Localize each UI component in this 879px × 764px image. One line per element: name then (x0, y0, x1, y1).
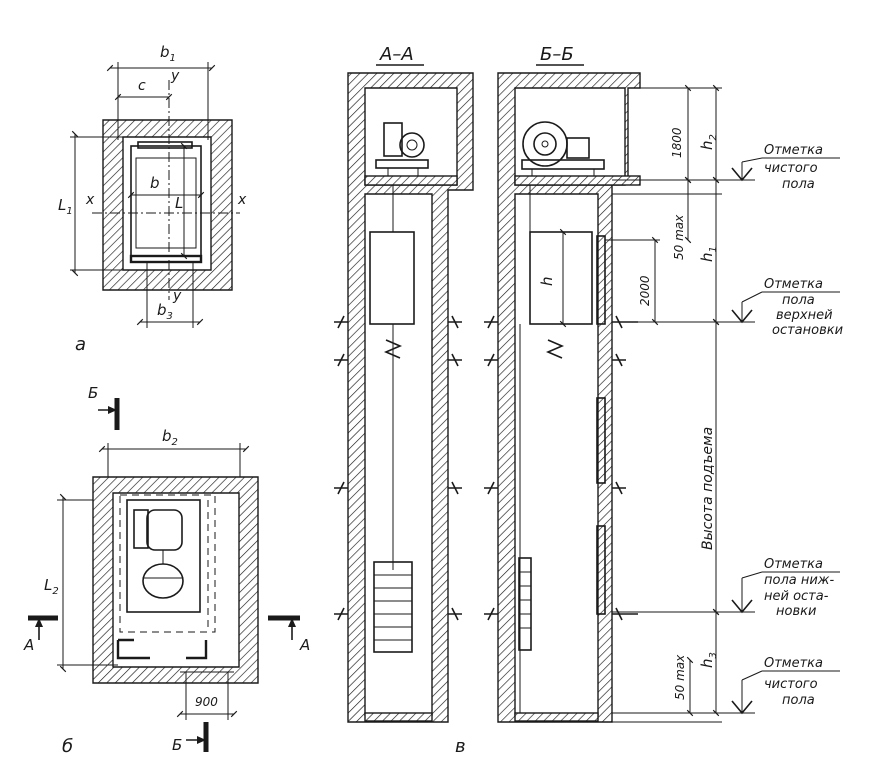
plan-a-car-inner (135, 157, 197, 249)
plan-b-cut-a-left-label: А (23, 636, 34, 654)
mark-clean-floor-bottom: Отметка чистого пола (731, 656, 840, 715)
svg-text:Отметка: Отметка (764, 557, 823, 572)
section-bb-break (545, 339, 565, 359)
svg-text:Отметка: Отметка (764, 656, 823, 671)
section-bb-pit-slab (514, 712, 599, 722)
sections-caption: в (455, 736, 466, 757)
plan-b-caption: б (62, 736, 73, 757)
plan-a-l-label: L (175, 194, 183, 212)
section-bb: Б–Б (484, 44, 641, 723)
plan-a-caption: а (75, 334, 86, 355)
plan-b-cut-a-right-label: А (299, 636, 310, 654)
section-bb-lower-door (596, 525, 606, 615)
svg-text:пола: пола (782, 293, 815, 308)
section-aa: А–А (334, 44, 474, 723)
plan-b-cut-b-bottom: Б (172, 722, 209, 754)
section-aa-winch (375, 122, 429, 176)
svg-text:Отметка: Отметка (764, 277, 823, 292)
plan-a-counterweight (137, 141, 193, 149)
section-bb-title: Б–Б (540, 44, 574, 65)
svg-text:чистого: чистого (764, 161, 818, 176)
plan-b-motor (146, 509, 183, 551)
mark-clean-floor-top: Отметка чистого пола (731, 143, 840, 192)
plan-b-cut-b-top: Б (88, 384, 120, 430)
dim-50max-bottom-label: 50 max (673, 654, 687, 700)
section-aa-walls (347, 72, 474, 723)
section-aa-slabs (334, 315, 462, 621)
plan-a-b3-label: b3 (157, 301, 173, 322)
dim-50max-top-label: 50 max (672, 214, 686, 260)
plan-b-cut-a-left: А (23, 615, 58, 654)
plan-a-door (129, 254, 203, 264)
svg-text:Отметка: Отметка (764, 143, 823, 158)
section-bb-upper-door (596, 235, 606, 325)
section-bb-h-label: h (538, 276, 556, 286)
plan-a-y-label: y (170, 68, 180, 84)
plan-a: b1 c y L1 x x b L y b3 а (58, 43, 247, 355)
plan-a-b1-label: b1 (160, 43, 176, 64)
dim-lift-height-label: Высота подъема (700, 427, 716, 550)
svg-text:пола: пола (782, 177, 815, 192)
plan-b-machine-frame (126, 499, 201, 613)
plan-b-900-label: 900 (195, 695, 218, 709)
svg-text:чистого: чистого (764, 677, 818, 692)
level-marks: Отметка чистого пола Отметка пола верхне… (731, 143, 843, 715)
svg-text:пола ниж-: пола ниж- (764, 573, 835, 588)
section-aa-counterweight (373, 561, 413, 653)
mark-lower-stop: Отметка пола ниж- ней оста- новки (731, 557, 840, 619)
dim-1800-label: 1800 (670, 127, 684, 158)
plan-a-x-right-label: x (237, 192, 247, 208)
dim-2000-label: 2000 (638, 275, 652, 306)
dim-h3-label: h3 (698, 652, 719, 668)
section-aa-break (383, 339, 403, 359)
section-bb-mid-door (596, 397, 606, 484)
plan-b-door-left (116, 638, 150, 660)
plan-b-cut-b-top-label: Б (88, 384, 98, 402)
plan-a-y-bottom-label: y (172, 288, 182, 304)
plan-a-car (130, 145, 202, 257)
section-aa-machine-floor (364, 175, 458, 186)
section-bb-counterweight (518, 557, 532, 651)
plan-b-drive (133, 509, 149, 549)
plan-b-door-right (186, 640, 208, 660)
svg-text:пола: пола (782, 693, 815, 708)
plan-a-x-left-label: x (85, 192, 95, 208)
mark-upper-stop: Отметка пола верхней остановки (731, 277, 843, 338)
plan-b-cut-a-right: А (268, 615, 310, 654)
svg-text:ней оста-: ней оста- (764, 589, 829, 604)
section-aa-pit-slab (364, 712, 433, 722)
svg-text:остановки: остановки (772, 323, 843, 338)
dim-h2-label: h2 (698, 134, 719, 150)
plan-a-l1-label: L1 (58, 196, 73, 217)
svg-text:новки: новки (776, 604, 816, 619)
dimension-chain: 1800 h2 50 max h1 2000 Высота подъема 50… (605, 84, 755, 723)
section-aa-title: А–А (379, 44, 414, 65)
plan-b: Б Б А А b2 L2 900 б (23, 384, 310, 757)
plan-b-shaft-walls (92, 476, 259, 684)
section-bb-winch (521, 121, 605, 176)
plan-a-c-label: c (138, 78, 146, 94)
plan-b-b2-label: b2 (162, 427, 178, 448)
section-aa-car (369, 231, 415, 325)
dim-h1-label: h1 (698, 246, 719, 262)
plan-b-l2-label: L2 (44, 576, 59, 597)
svg-text:верхней: верхней (776, 308, 833, 323)
section-aa-cw-plates (374, 574, 412, 641)
plan-b-sheave (142, 563, 184, 599)
plan-a-b-label: b (150, 174, 160, 192)
plan-b-car-outline (119, 494, 216, 633)
plan-b-cut-b-bottom-label: Б (172, 736, 182, 754)
